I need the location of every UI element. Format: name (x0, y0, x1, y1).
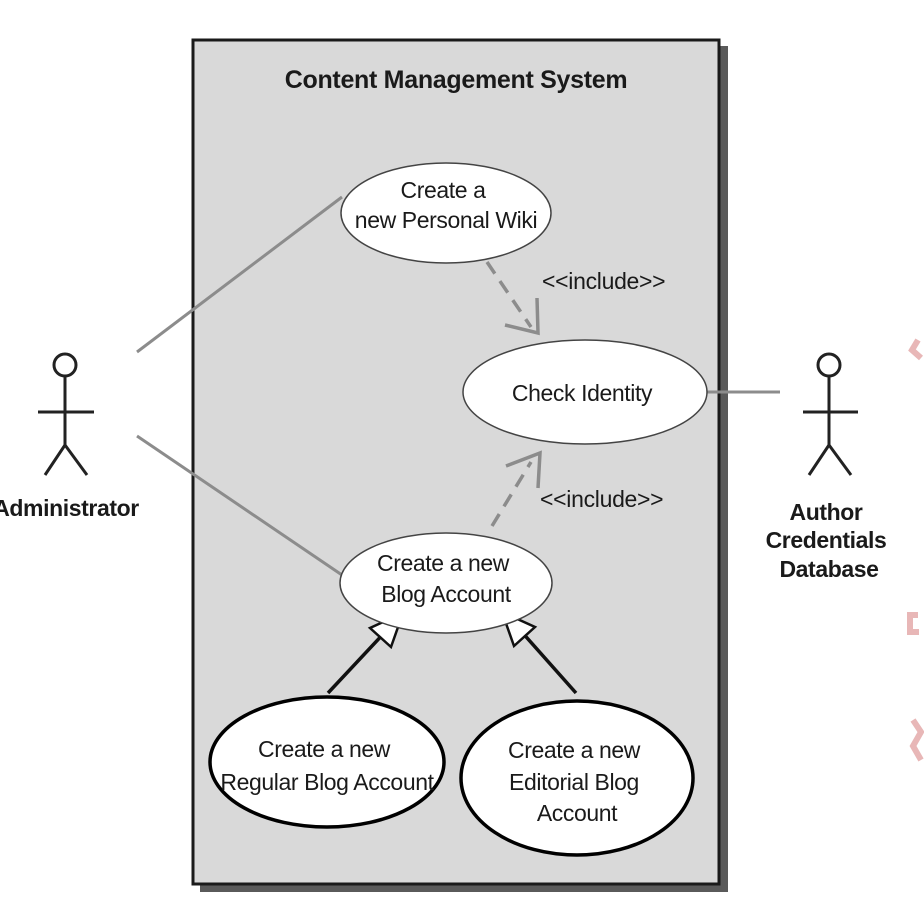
include-stereotype-top: <<include>> (542, 268, 665, 294)
system-title: Content Management System (285, 66, 628, 94)
administrator-actor-icon (38, 352, 94, 476)
administrator-label: Administrator (0, 495, 139, 521)
include-stereotype-bottom: <<include>> (540, 486, 663, 512)
include-dependency-blog-check (490, 450, 542, 527)
association-admin-personal-wiki (136, 195, 343, 354)
author-credentials-database-actor-icon (803, 352, 858, 476)
svg-text:Create a new Blog Accoun: Create a new Blog Account (377, 550, 515, 607)
use-case-regular-blog-account: Create a new Regular Blog Account (208, 695, 446, 829)
use-case-check-identity: Check Identity (462, 339, 708, 445)
include-dependency-wiki-check (485, 261, 540, 336)
svg-text:Create a new Editorial B: Create a new Editorial Blog Account (508, 737, 646, 826)
svg-text:Create a new Regular Blo: Create a new Regular Blog Account (220, 736, 434, 795)
svg-text:Create a new Personal Wi: Create a new Personal Wiki (355, 177, 537, 233)
association-admin-blog-account (136, 434, 343, 577)
use-case-personal-wiki: Create a new Personal Wiki (340, 162, 552, 264)
use-case-blog-account: Create a new Blog Account (339, 532, 553, 634)
svg-text:Check Identity: Check Identity (512, 380, 653, 406)
edge-marks (907, 338, 924, 762)
author-credentials-database-label: Author Credentials Database (766, 499, 893, 582)
use-case-editorial-blog-account: Create a new Editorial Blog Account (459, 699, 695, 857)
